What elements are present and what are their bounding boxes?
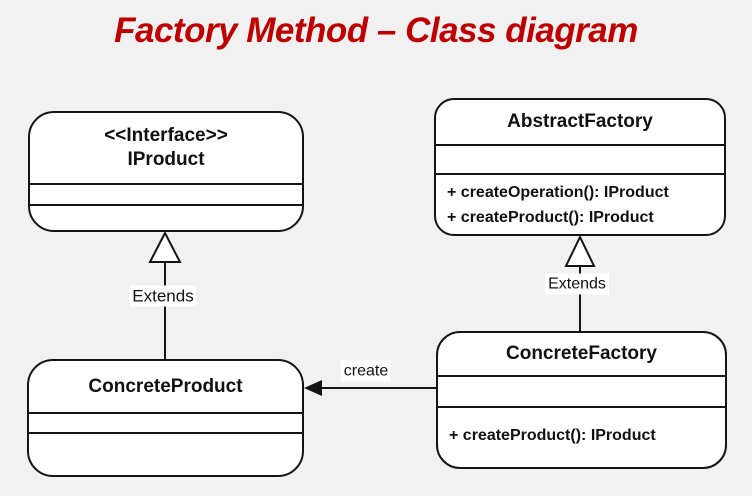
- class-box-concreteproduct: ConcreteProduct: [27, 359, 304, 477]
- class-box-abstractfactory: AbstractFactory + createOperation(): IPr…: [434, 98, 726, 236]
- method-create-product-concrete: + createProduct(): IProduct: [449, 427, 656, 444]
- attributes-compartment-concreteproduct: [29, 412, 302, 432]
- page-title: Factory Method – Class diagram: [114, 11, 638, 50]
- method-create-operation: + createOperation(): IProduct: [447, 184, 669, 201]
- class-name-iproduct: IProduct: [127, 149, 205, 170]
- class-stereotype-iproduct: <<Interface>>: [104, 125, 228, 146]
- inheritance-arrowhead-product: [148, 230, 182, 263]
- class-name-abstractfactory: AbstractFactory: [507, 111, 653, 132]
- methods-compartment-concreteproduct: [29, 432, 302, 475]
- methods-compartment-abstractfactory: + createOperation(): IProduct + createPr…: [436, 173, 724, 234]
- methods-compartment-iproduct: [30, 204, 302, 230]
- relationship-label-extends-factory: Extends: [545, 273, 609, 295]
- relationship-label-create: create: [340, 360, 392, 382]
- class-box-concretefactory: ConcreteFactory + createProduct(): IProd…: [436, 331, 727, 469]
- class-box-iproduct: <<Interface>> IProduct: [28, 111, 304, 232]
- class-name-concretefactory: ConcreteFactory: [506, 343, 657, 364]
- attributes-compartment-concretefactory: [438, 375, 725, 406]
- relationship-label-extends-product: Extends: [129, 285, 197, 307]
- attributes-compartment-iproduct: [30, 183, 302, 204]
- methods-compartment-concretefactory: + createProduct(): IProduct: [438, 406, 725, 467]
- class-header-concretefactory: ConcreteFactory: [438, 333, 725, 375]
- class-header-concreteproduct: ConcreteProduct: [29, 361, 302, 412]
- attributes-compartment-abstractfactory: [436, 144, 724, 173]
- inheritance-arrowhead-factory: [564, 234, 596, 267]
- class-header-iproduct: <<Interface>> IProduct: [30, 113, 302, 183]
- association-arrowhead-create: [304, 380, 322, 396]
- class-header-abstractfactory: AbstractFactory: [436, 100, 724, 144]
- method-create-product-abstract: + createProduct(): IProduct: [447, 209, 654, 226]
- class-name-concreteproduct: ConcreteProduct: [88, 375, 243, 397]
